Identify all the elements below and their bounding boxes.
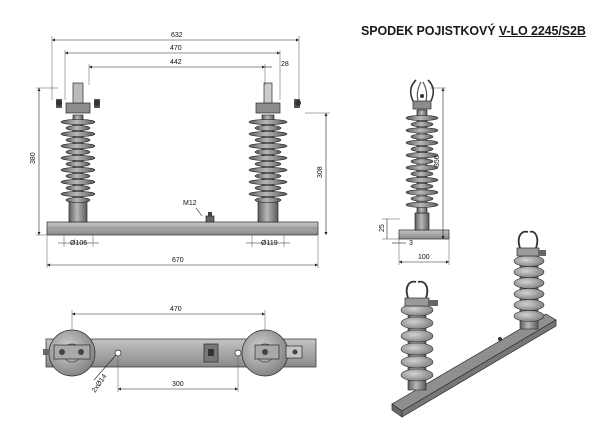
dim-top-holes: 300 [172, 381, 184, 388]
dim-side-height: 356 [434, 155, 441, 167]
insulator-shed [405, 152, 439, 159]
dim-side-width: 100 [418, 254, 430, 261]
right-insulator [248, 82, 301, 223]
insulator-shed [405, 164, 439, 171]
dim-overall-top: 632 [171, 32, 183, 39]
title-prefix: SPODEK POJISTKOVÝ [361, 24, 499, 38]
dim-base-length: 670 [172, 257, 184, 264]
insulator-shed [405, 189, 439, 196]
insulator-shed [254, 149, 282, 155]
front-view: M12 632 [30, 32, 330, 268]
insulator-shed [405, 201, 439, 208]
insulator-shed [410, 121, 434, 128]
insulator-shed [248, 131, 288, 137]
insulator-shed [60, 167, 96, 173]
drawing-title: SPODEK POJISTKOVÝ V-LO 2245/S2B [361, 24, 586, 38]
top-view: 470 300 2xØ14 [43, 306, 317, 394]
insulator-shed [248, 143, 288, 149]
insulator-shed [410, 133, 434, 140]
insulator-shed [410, 183, 434, 190]
insulator-shed [65, 125, 91, 131]
dim-diameter-left: Ø106 [70, 240, 87, 247]
iso-left-insulator [400, 303, 434, 391]
dim-height-right: 308 [317, 166, 324, 178]
dim-side-offset: 3 [409, 240, 413, 247]
insulator-shed [254, 161, 282, 167]
insulator-shed [248, 179, 288, 185]
insulator-shed [60, 119, 96, 125]
dim-bolt: M12 [183, 200, 197, 207]
iso-shed [400, 368, 434, 382]
iso-right-insulator [513, 254, 545, 330]
iso-shed [513, 299, 545, 311]
insulator-shed [60, 179, 96, 185]
insulator-shed [254, 197, 282, 203]
insulator-shed [248, 119, 288, 125]
insulator-shed [65, 149, 91, 155]
insulator-shed [254, 185, 282, 191]
insulator-shed [65, 197, 91, 203]
insulator-shed [60, 155, 96, 161]
dim-inner-top: 470 [170, 45, 182, 52]
dim-height-left: 380 [30, 152, 37, 164]
insulator-shed [405, 139, 439, 146]
iso-shed [400, 316, 434, 330]
left-sheds [60, 119, 96, 203]
dim-diameter-right: Ø119 [261, 240, 278, 247]
iso-left-fitting [404, 280, 438, 307]
insulator-shed [65, 137, 91, 143]
insulator-shed [60, 191, 96, 197]
insulator-shed [405, 115, 439, 121]
insulator-shed [65, 185, 91, 191]
dim-top-spacing: 470 [170, 306, 182, 313]
title-model: V-LO 2245/S2B [498, 24, 586, 38]
insulator-shed [65, 173, 91, 179]
front-base [46, 221, 319, 236]
iso-shed [513, 277, 545, 289]
isometric-view [391, 230, 557, 418]
iso-shed [513, 310, 545, 322]
insulator-shed [410, 146, 434, 152]
insulator-shed [60, 143, 96, 149]
dim-top-slot: 2xØ14 [91, 373, 109, 394]
insulator-shed [65, 161, 91, 167]
insulator-shed [410, 170, 434, 177]
insulator-shed [410, 158, 434, 165]
insulator-shed [248, 191, 288, 197]
left-insulator [56, 82, 100, 223]
m12-bolt [195, 207, 215, 223]
side-sheds [405, 115, 439, 208]
iso-shed [513, 288, 545, 300]
iso-shed [513, 255, 545, 267]
insulator-shed [254, 125, 282, 131]
dim-side-base-h: 25 [379, 224, 386, 232]
insulator-shed [410, 195, 434, 202]
side-insulator [405, 79, 439, 231]
iso-right-fitting [516, 230, 546, 257]
insulator-shed [60, 131, 96, 137]
side-base [398, 229, 450, 240]
dim-center: 442 [170, 59, 182, 66]
iso-shed [400, 355, 434, 369]
insulator-shed [254, 137, 282, 143]
insulator-shed [248, 155, 288, 161]
insulator-shed [405, 127, 439, 134]
iso-shed [400, 342, 434, 356]
insulator-shed [248, 167, 288, 173]
iso-shed [400, 329, 434, 343]
insulator-shed [254, 173, 282, 179]
dim-contact: 28 [281, 61, 289, 68]
right-sheds [248, 119, 288, 203]
iso-shed [513, 266, 545, 278]
insulator-shed [405, 177, 439, 183]
side-view: 356 25 3 100 [379, 79, 450, 265]
